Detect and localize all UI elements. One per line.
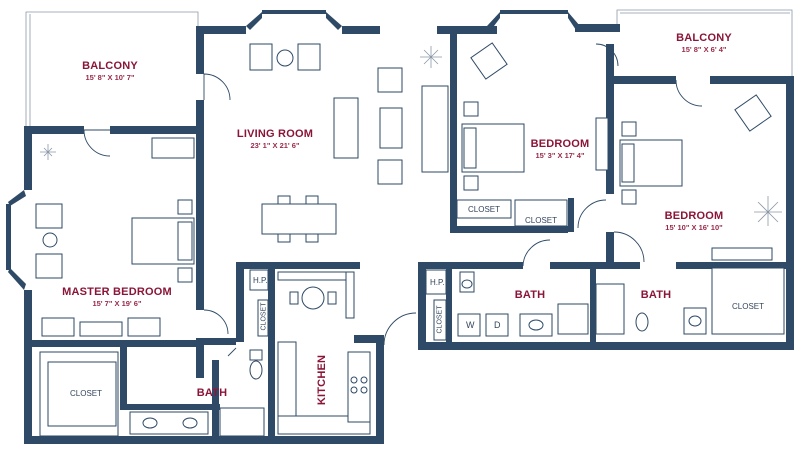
- closet-label: CLOSET: [260, 302, 268, 331]
- closet-label: CLOSET: [436, 305, 444, 334]
- room-label-bedroom-1: BEDROOM 15' 3" X 17' 4": [531, 138, 590, 160]
- closet-structures: [39, 199, 785, 437]
- room-name: BATH: [196, 387, 228, 399]
- room-label-master-bedroom: MASTER BEDROOM 15' 7" X 19' 6": [62, 286, 172, 308]
- room-name: BATH: [640, 289, 672, 301]
- room-name: BEDROOM: [530, 138, 590, 150]
- closet-label: CLOSET: [468, 205, 501, 214]
- washer-label: W: [466, 320, 475, 330]
- kitchen-fixtures: [277, 271, 371, 435]
- room-name: BEDROOM: [664, 210, 724, 222]
- room-dimensions: 15' 3" X 17' 4": [535, 151, 585, 160]
- room-dimensions: 15' 8" X 10' 7": [85, 73, 135, 82]
- room-label-kitchen: KITCHEN: [297, 355, 347, 405]
- room-label-bath-right: BATH: [641, 289, 672, 301]
- bath-fixtures: [129, 271, 707, 437]
- room-label-balcony-right: BALCONY 15' 8" X 6' 4": [676, 32, 732, 54]
- closet-label: CLOSET: [525, 216, 558, 225]
- room-name: BALCONY: [82, 60, 138, 72]
- room-label-bedroom-2: BEDROOM 15' 10" X 16' 10": [665, 210, 724, 232]
- heat-pump-label: H.P.: [253, 276, 268, 285]
- room-label-balcony-left: BALCONY 15' 8" X 10' 7": [82, 60, 138, 82]
- room-name: KITCHEN: [316, 354, 328, 406]
- room-label-bath-master: BATH: [197, 387, 228, 399]
- room-dimensions: 15' 8" X 6' 4": [681, 45, 727, 54]
- walls: [6, 10, 794, 444]
- heat-pump-label: H.P.: [430, 278, 445, 287]
- dryer-label: D: [494, 320, 501, 330]
- room-dimensions: 23' 1" X 21' 6": [250, 141, 300, 150]
- room-name: LIVING ROOM: [236, 128, 314, 140]
- bedroom-furniture: [461, 42, 782, 261]
- doors: [83, 43, 703, 357]
- closet-label: CLOSET: [732, 302, 765, 311]
- utility-boxes: [249, 269, 447, 341]
- room-label-bath-middle: BATH: [515, 289, 546, 301]
- room-name: MASTER BEDROOM: [62, 286, 172, 298]
- room-name: BATH: [514, 289, 546, 301]
- room-label-living-room: LIVING ROOM 23' 1" X 21' 6": [237, 128, 313, 150]
- room-name: BALCONY: [676, 32, 732, 44]
- living-furniture: [249, 43, 449, 243]
- master-furniture: [35, 137, 195, 337]
- balcony-right-outline: [616, 9, 793, 78]
- balcony-left-outline: [25, 11, 199, 128]
- closet-label: CLOSET: [70, 389, 103, 398]
- room-dimensions: 15' 7" X 19' 6": [92, 299, 142, 308]
- room-dimensions: 15' 10" X 16' 10": [665, 223, 723, 232]
